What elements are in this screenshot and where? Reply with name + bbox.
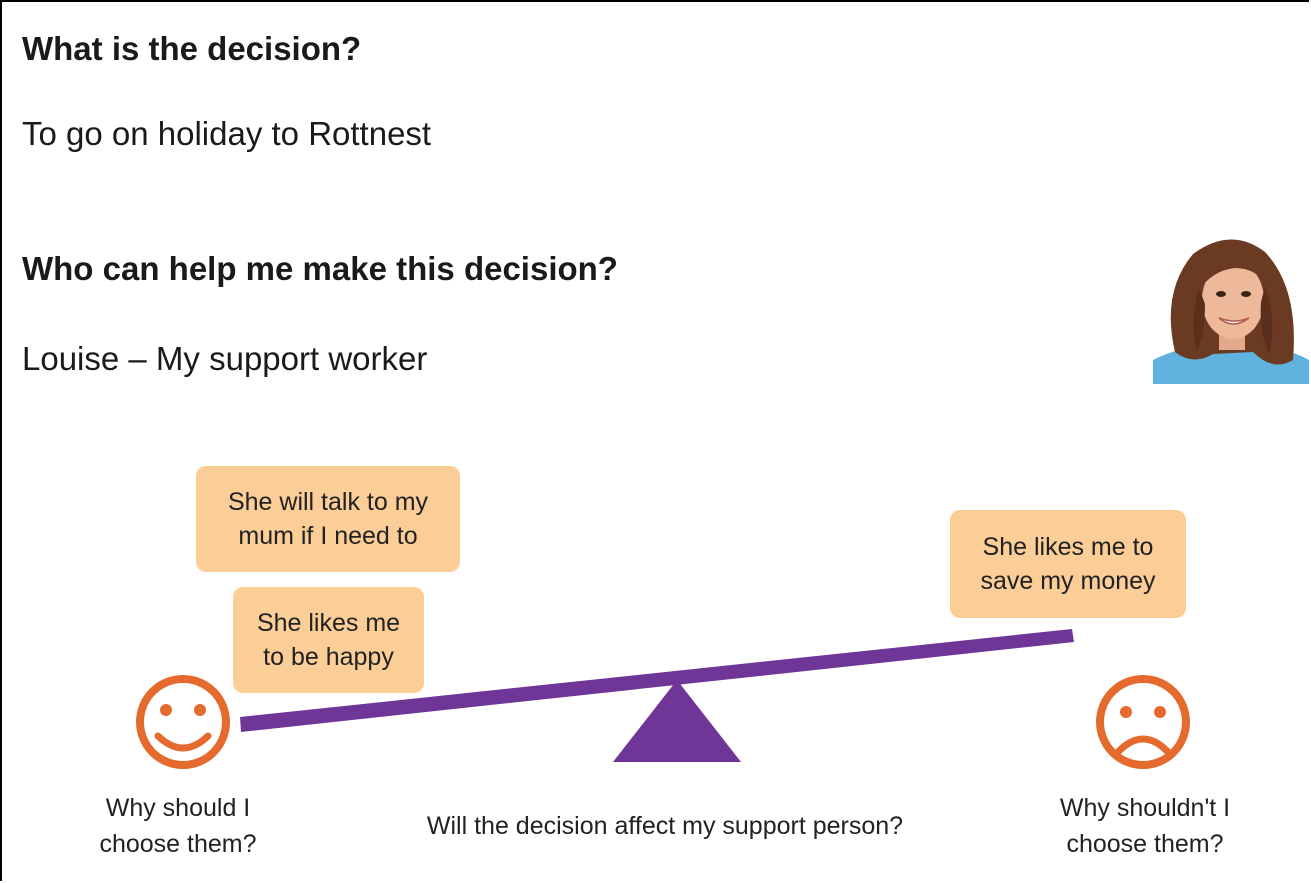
support-worker-photo <box>1153 232 1309 384</box>
why-choose-caption: Why should I choose them? <box>58 790 298 862</box>
reason-bubble-happy: She likes me to be happy <box>233 587 424 693</box>
reason-happy-text: She likes me to be happy <box>256 609 401 671</box>
reason-bubble-talk-mum: She will talk to my mum if I need to <box>196 466 460 572</box>
happy-face-icon <box>136 675 230 769</box>
why-choose-text: Why should I choose them? <box>99 794 257 858</box>
affect-support-caption: Will the decision affect my support pers… <box>426 812 904 840</box>
why-not-choose-text: Why shouldn't I choose them? <box>1059 794 1231 858</box>
decision-answer: To go on holiday to Rottnest <box>22 115 432 152</box>
helper-answer: Louise – My support worker <box>22 340 428 377</box>
reason-bubble-save-money: She likes me to save my money <box>950 510 1186 618</box>
decision-question: What is the decision? <box>22 30 362 67</box>
reason-talk-mum-text: She will talk to my mum if I need to <box>227 488 429 550</box>
helper-question: Who can help me make this decision? <box>22 250 618 287</box>
why-not-choose-caption: Why shouldn't I choose them? <box>1020 790 1270 862</box>
seesaw <box>240 629 1074 762</box>
reason-save-money-text: She likes me to save my money <box>980 533 1156 595</box>
seesaw-pivot <box>613 680 741 762</box>
sad-face-icon <box>1096 675 1190 769</box>
